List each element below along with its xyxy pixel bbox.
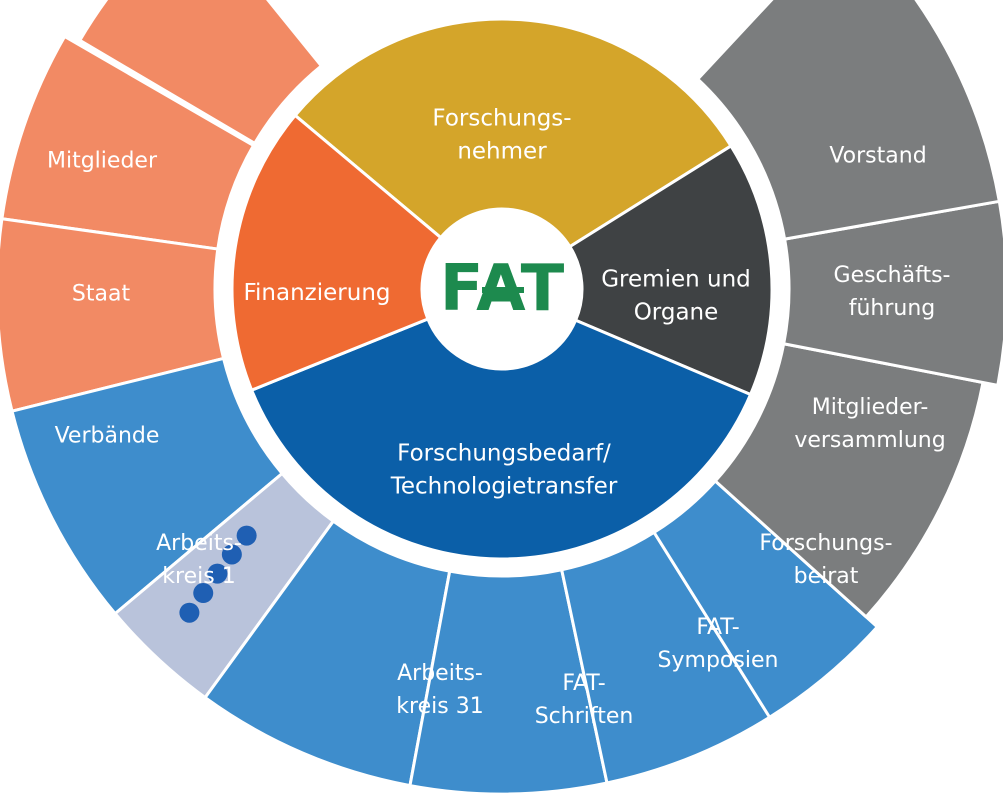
inner-finanzierung-label-line-1: Finanzierung: [243, 280, 390, 306]
outer-mitgliederversammlung-label-line-1: Mitglieder-: [812, 395, 929, 420]
logo-strike-bar: [482, 287, 524, 293]
outer-geschaeftsfuehrung-label-line-2: führung: [849, 296, 936, 321]
outer-arbeitskreis-1-label-line-2: kreis 1: [162, 564, 235, 589]
ellipsis-dot: [179, 602, 200, 623]
outer-arbeitskreis-1-label-line-1: Arbeits-: [156, 531, 242, 556]
outer-vorstand-label-line-1: Vorstand: [829, 144, 926, 169]
outer-forschungsbeirat-label-line-2: beirat: [794, 564, 859, 589]
inner-forschungsbedarf-label-line-2: Technologietransfer: [390, 474, 618, 500]
outer-segment-fat-symposien: [560, 530, 772, 785]
ellipsis-dot: [193, 583, 214, 604]
inner-forschungsbedarf-label-line-1: Forschungsbedarf/: [397, 441, 611, 467]
outer-arbeitskreis-31-label-line-1: Arbeits-: [397, 661, 483, 686]
outer-segment-fat-schriften: [408, 568, 609, 796]
outer-segment-mitgliederversammlung: [713, 342, 985, 619]
ellipsis-dot: [236, 525, 257, 546]
outer-segment-mitglieder: [78, 0, 323, 145]
outer-verbaende-label-line-1: Verbände: [55, 424, 160, 449]
outer-segment-verbaende: [0, 217, 226, 413]
inner-forschungsnehmer-label-line-2: nehmer: [457, 139, 547, 165]
outer-forschungsbeirat-label-line-1: Forschungs-: [759, 531, 892, 556]
inner-segment-gremien: [568, 144, 774, 396]
inner-gremien-label-line-2: Organe: [634, 300, 719, 326]
ellipsis-dot: [221, 544, 242, 565]
outer-segment-staat: [0, 35, 255, 251]
outer-mitglieder-label-line-1: Mitglieder: [47, 149, 158, 174]
outer-mitgliederversammlung-label-line-2: versammlung: [794, 428, 945, 453]
ellipsis-dot: [207, 563, 228, 584]
outer-staat-label-line-1: Staat: [72, 282, 131, 307]
outer-segment-forschungsbeirat: [652, 479, 879, 719]
outer-arbeitskreis-31-label-line-2: kreis 31: [396, 694, 483, 719]
outer-fat-symposien-label-line-2: Symposien: [658, 648, 779, 673]
outer-segment-geschaeftsfuehrung: [782, 199, 1003, 387]
inner-gremien-label-line-1: Gremien und: [601, 267, 751, 293]
outer-geschaeftsfuehrung-label-line-1: Geschäfts-: [834, 263, 951, 288]
outer-segment-vorstand: [696, 0, 1001, 241]
outer-segment-arbeitskreis-1: [10, 356, 284, 616]
inner-forschungsnehmer-label-line-1: Forschungs-: [432, 106, 571, 132]
inner-ring: [230, 17, 774, 561]
center-hub: FAT: [422, 209, 582, 369]
outer-fat-schriften-label-line-2: Schriften: [535, 704, 634, 729]
outer-fat-symposien-label-line-1: FAT-: [696, 615, 739, 640]
outer-fat-schriften-label-line-1: FAT-: [562, 671, 605, 696]
outer-segment-placeholder: [113, 471, 335, 700]
outer-segment-arbeitskreis-31: [203, 519, 452, 788]
